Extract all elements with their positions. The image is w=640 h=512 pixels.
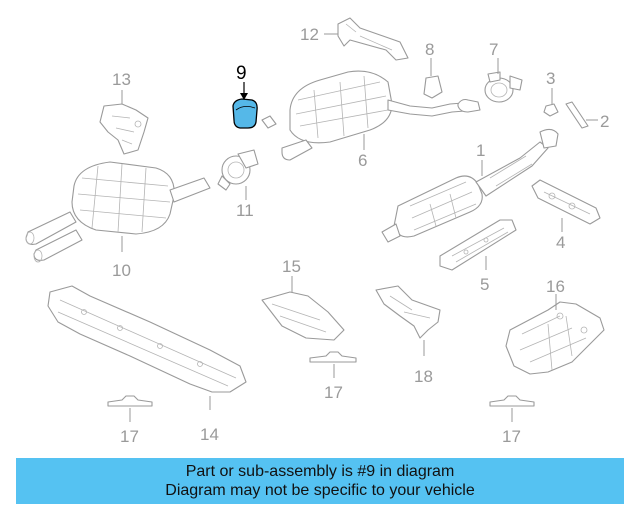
part-17-clip-right[interactable]: [489, 395, 535, 407]
part-16-bracket-assembly[interactable]: [505, 301, 605, 375]
callout-18[interactable]: 18: [414, 367, 433, 386]
callout-10[interactable]: 10: [112, 261, 131, 280]
part-9-insulator-highlighted[interactable]: [232, 98, 258, 129]
part-13-hanger-bracket[interactable]: [99, 103, 149, 155]
callout-16[interactable]: 16: [546, 277, 565, 296]
callout-12[interactable]: 12: [300, 25, 319, 44]
part-10-center-muffler[interactable]: [25, 161, 211, 263]
part-2-gasket[interactable]: [565, 101, 589, 129]
caption-line-1: Part or sub-assembly is #9 in diagram: [185, 463, 455, 480]
part-14-crossmember[interactable]: [47, 285, 247, 393]
part-18-bracket[interactable]: [375, 285, 441, 339]
callout-2[interactable]: 2: [600, 112, 609, 131]
callout-14[interactable]: 14: [200, 425, 219, 444]
callout-17-middle[interactable]: 17: [324, 383, 343, 402]
part-11-clamp[interactable]: [217, 149, 259, 191]
callout-15[interactable]: 15: [282, 257, 301, 276]
part-17-clip-middle[interactable]: [309, 351, 357, 363]
callout-17-left[interactable]: 17: [120, 427, 139, 446]
callout-8[interactable]: 8: [425, 40, 434, 59]
callout-3[interactable]: 3: [546, 69, 555, 88]
callout-13[interactable]: 13: [112, 70, 131, 89]
callout-7[interactable]: 7: [489, 40, 498, 59]
callout-4[interactable]: 4: [556, 233, 565, 252]
part-6-rear-muffler[interactable]: [261, 70, 481, 161]
part-17-clip-left[interactable]: [107, 395, 153, 407]
part-3-nut[interactable]: [543, 103, 559, 117]
callout-1[interactable]: 1: [476, 141, 485, 160]
part-8-hanger[interactable]: [423, 75, 443, 99]
part-5-heat-shield[interactable]: [439, 219, 517, 271]
callout-9[interactable]: 9: [236, 63, 247, 84]
part-1-catalytic-converter[interactable]: [381, 128, 559, 243]
callout-5[interactable]: 5: [480, 275, 489, 294]
callout-17-right[interactable]: 17: [502, 427, 521, 446]
caption-line-2: Diagram may not be specific to your vehi…: [165, 482, 475, 499]
part-7-clamp[interactable]: [484, 71, 523, 103]
callout-6[interactable]: 6: [358, 151, 367, 170]
caption-banner: Part or sub-assembly is #9 in diagram Di…: [16, 458, 624, 504]
part-12-bracket[interactable]: [337, 17, 409, 61]
part-4-heat-shield[interactable]: [531, 179, 601, 225]
part-15-heat-shield[interactable]: [261, 291, 345, 341]
callout-11[interactable]: 11: [236, 201, 254, 220]
exhaust-parts-diagram: 12 8 7 3 2 13 9: [25, 17, 609, 446]
